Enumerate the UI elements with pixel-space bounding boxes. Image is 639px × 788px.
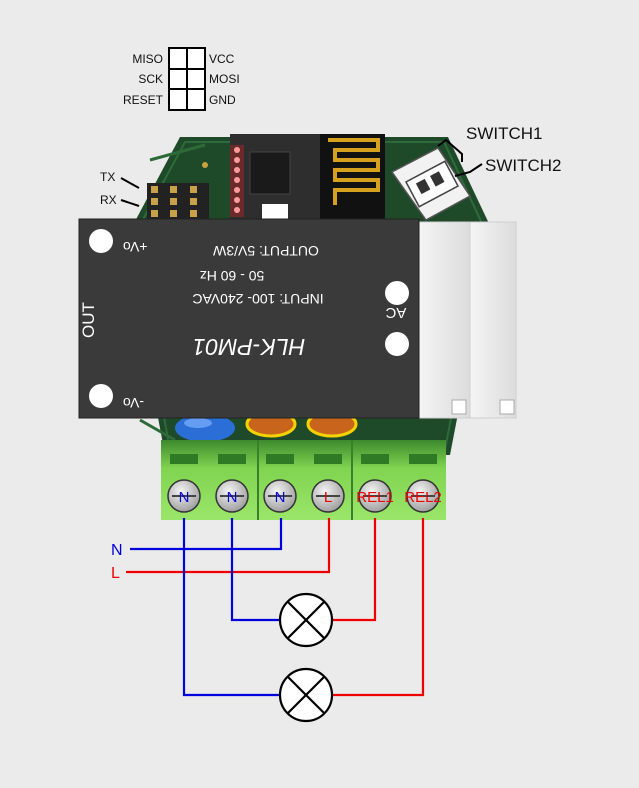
mains-neutral-label: N: [111, 542, 123, 559]
switch-connector: SWITCH1 SWITCH2: [390, 124, 562, 221]
terminal-label-rel2: REL2: [404, 489, 442, 506]
lamp-1: [278, 592, 334, 648]
input-spec: INPUT: 100- 240VAC: [192, 291, 323, 307]
switch1-label: SWITCH1: [466, 124, 543, 143]
lamp2-neutral-wire: [182, 518, 280, 697]
minus-vo-label: -Vo: [123, 395, 144, 411]
terminal-label-n1: N: [179, 489, 190, 506]
out-label: OUT: [79, 302, 98, 338]
ac-label: AC: [385, 304, 406, 321]
model-name: HLK-PM01: [193, 334, 305, 360]
isp-label-gnd: GND: [209, 93, 236, 107]
frequency-spec: 50 - 60 Hz: [200, 268, 265, 284]
isp-label-vcc: VCC: [209, 52, 235, 66]
uart-header: TX RX: [100, 170, 209, 221]
power-module: +Vo -Vo OUTPUT: 5V/3W 50 - 60 Hz INPUT: …: [78, 218, 420, 419]
terminal-label-n3: N: [275, 489, 286, 506]
lamp1-relay-wire: [332, 518, 377, 622]
terminal-label-n2: N: [227, 489, 238, 506]
terminal-label-l: L: [324, 489, 332, 506]
wiring: [126, 518, 425, 697]
terminal-block: N N N L REL1 REL2: [161, 440, 446, 520]
plus-vo-pad: [89, 229, 113, 253]
ac-pad-1: [385, 281, 409, 305]
isp-label-miso: MISO: [132, 52, 163, 66]
isp-label-sck: SCK: [138, 72, 163, 86]
terminal-label-rel1: REL1: [356, 489, 394, 506]
lamp1-neutral-wire: [230, 518, 280, 622]
neutral-mains-wire: [130, 518, 283, 551]
lamp-2: [278, 667, 334, 723]
output-spec: OUTPUT: 5V/3W: [212, 243, 319, 259]
live-mains-wire: [126, 518, 331, 574]
plus-vo-label: +Vo: [123, 239, 148, 255]
isp-label-mosi: MOSI: [209, 72, 240, 86]
minus-vo-pad: [89, 384, 113, 408]
uart-label-rx: RX: [100, 193, 117, 207]
ac-pad-2: [385, 332, 409, 356]
lamp2-relay-wire: [332, 518, 425, 697]
mains-live-label: L: [111, 565, 120, 582]
isp-label-reset: RESET: [123, 93, 164, 107]
uart-label-tx: TX: [100, 170, 115, 184]
isp-header: MISO SCK RESET VCC MOSI GND: [123, 47, 240, 111]
module-pins: [230, 145, 244, 217]
relays: [417, 221, 517, 419]
switch2-label: SWITCH2: [485, 156, 562, 175]
antenna-trace-icon: [328, 138, 380, 205]
wifi-module: [230, 134, 385, 224]
